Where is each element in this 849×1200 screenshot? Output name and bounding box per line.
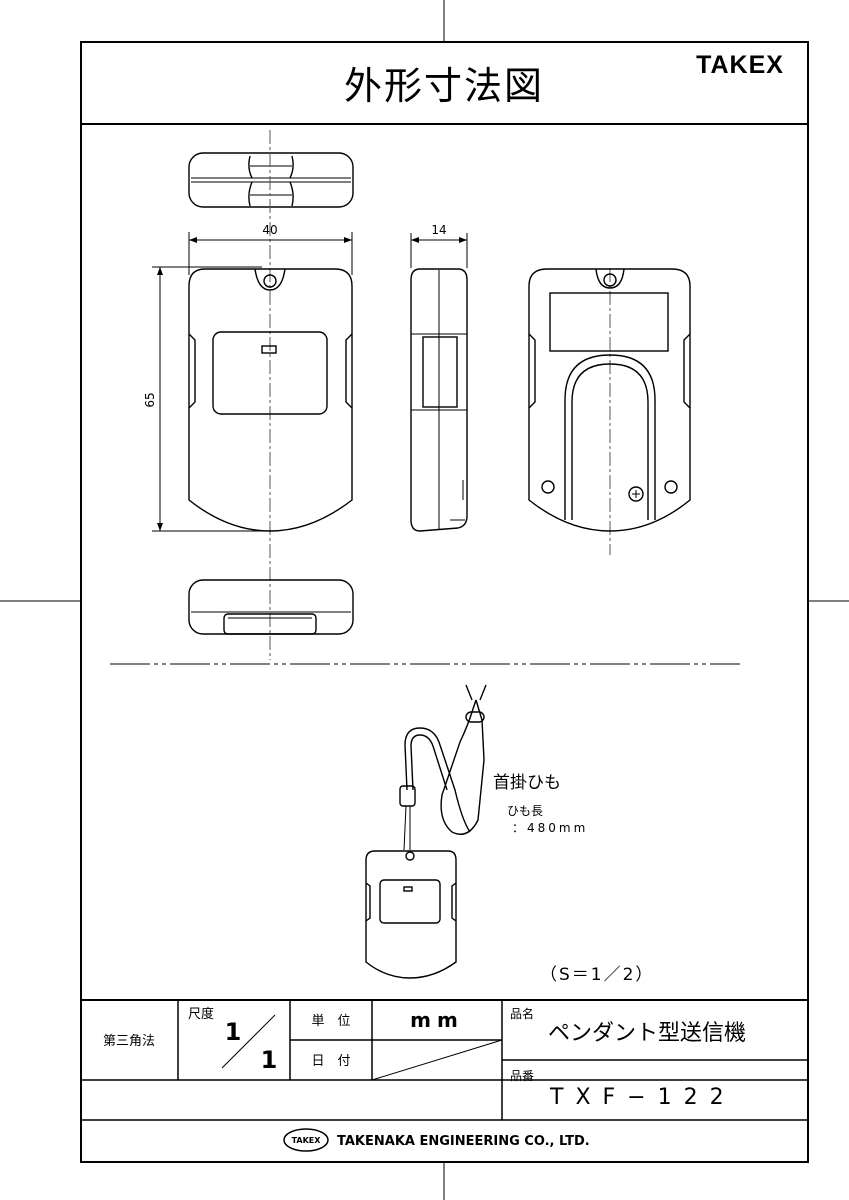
bottom-view: [188, 579, 354, 635]
strap-length-label: ひも長: [507, 804, 543, 818]
strap-label: 首掛ひも: [493, 773, 561, 793]
back-view: [528, 268, 691, 555]
height-value: 65: [143, 392, 157, 407]
height-dimension: [152, 266, 262, 532]
part-number-label: 品番: [510, 1069, 534, 1083]
scale-note: （S＝1／2）: [540, 965, 654, 985]
company-logo-text: TAKEX: [292, 1136, 322, 1145]
scale-denominator: 1: [261, 1046, 278, 1074]
brand-logo: TAKEX: [696, 51, 784, 79]
unit-label: 単 位: [311, 1013, 350, 1029]
date-label: 日 付: [311, 1054, 350, 1069]
scale-label: 尺度: [188, 1006, 214, 1022]
unit-value: mm: [410, 1008, 464, 1032]
part-number: TXF−122: [549, 1085, 736, 1110]
top-view: [188, 152, 354, 208]
sheet-border: [80, 41, 809, 1163]
width-value: 40: [262, 223, 277, 237]
product-name: ペンダント型送信機: [548, 1021, 746, 1046]
scale-numerator: 1: [225, 1018, 242, 1046]
depth-dimension: [410, 233, 468, 268]
company-name: TAKENAKA ENGINEERING CO., LTD.: [337, 1134, 590, 1149]
strap-length-value: ：480mm: [512, 821, 588, 835]
company-logo-mark: [283, 1128, 329, 1152]
drawing-title: 外形寸法図: [344, 64, 544, 108]
width-dimension: [188, 232, 353, 275]
front-view: [188, 268, 353, 532]
side-view: [410, 268, 468, 532]
pendant-with-strap: [365, 684, 487, 979]
projection-method: 第三角法: [103, 1034, 155, 1049]
title-block-grid: [81, 999, 808, 1121]
product-name-label: 品名: [510, 1006, 534, 1021]
depth-value: 14: [431, 223, 446, 237]
